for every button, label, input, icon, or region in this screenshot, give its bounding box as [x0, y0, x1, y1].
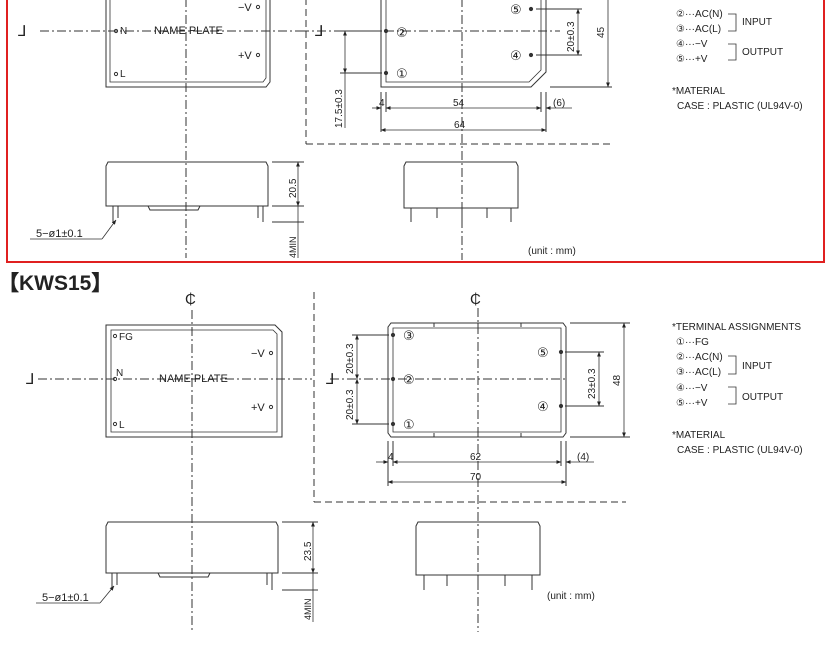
kws15-name-plate-label: NAME PLATE: [159, 373, 228, 385]
kws15-input-bracket: [728, 355, 737, 375]
top-output-label: OUTPUT: [742, 47, 783, 58]
top-dim-min-len: 4MIN: [288, 236, 298, 258]
top-terminal-2: ②···AC(N): [676, 9, 723, 20]
top-pin-label-1: ①: [396, 66, 408, 81]
top-center-symbol-2: ⅃: [315, 23, 323, 40]
kws15-input-label: INPUT: [742, 361, 772, 372]
kws15-pin-label-5: ⑤: [537, 345, 549, 360]
kws15-title: 【KWS15】: [0, 272, 112, 295]
kws15-dimension-lines: [355, 322, 626, 484]
top-name-plate-view: [40, 0, 300, 258]
kws15-dim-height: 23.5: [303, 541, 314, 561]
kws15-terminal-assignments: *TERMINAL ASSIGNMENTS: [672, 322, 801, 333]
kws15-dim-width-inner: 62: [470, 452, 482, 463]
top-terminal-3: ③···AC(L): [676, 24, 721, 35]
top-dim-pin1-offset: 17.5±0.3: [334, 89, 345, 128]
kws15-n-label: N: [116, 368, 123, 379]
kws15-center-symbol: ₵: [185, 291, 196, 308]
top-terminal-4: ④···−V: [676, 39, 708, 50]
kws15-case-label: CASE : PLASTIC (UL94V-0): [677, 445, 803, 456]
kws15-dim-pin-spacing-out: 23±0.3: [587, 368, 598, 399]
top-pin-label-5: ⑤: [510, 2, 522, 17]
kws15-material-label: *MATERIAL: [672, 430, 726, 441]
kws15-pin-label-1: ①: [403, 417, 415, 432]
kws15-pin-label-3: ③: [403, 328, 415, 343]
kws15-plus-v-label: +V: [251, 402, 265, 414]
top-minus-v-label: −V: [238, 2, 252, 14]
top-center-symbol: ⅃: [18, 23, 26, 40]
top-name-plate-label: NAME PLATE: [154, 25, 223, 37]
top-side-view-left: [30, 161, 304, 258]
kws15-center-symbol-side: ⅃: [26, 371, 34, 388]
kws15-dim-right-offset: (4): [577, 452, 589, 463]
kws15-output-label: OUTPUT: [742, 392, 783, 403]
top-case-label: CASE : PLASTIC (UL94V-0): [677, 101, 803, 112]
kws15-terminal-3: ③···AC(L): [676, 367, 721, 378]
top-dim-pin-spacing: 20±0.3: [566, 21, 577, 52]
top-pin-label-4: ④: [510, 48, 522, 63]
kws15-pin-layout-view: [313, 292, 630, 632]
top-dim-right-offset: (6): [553, 98, 565, 109]
kws15-lead-spec: 5−ø1±0.1: [42, 592, 89, 604]
top-material-label: *MATERIAL: [672, 86, 726, 97]
kws15-terminal-2: ②···AC(N): [676, 352, 723, 363]
kws15-terminal-1: ①···FG: [676, 337, 709, 348]
kws15-center-symbol-2: ₵: [470, 291, 481, 308]
top-pin-label-2: ②: [396, 25, 408, 40]
top-terminal-5: ⑤···+V: [676, 54, 708, 65]
kws15-terminal-5: ⑤···+V: [676, 398, 708, 409]
top-dim-depth: 45: [596, 26, 607, 38]
top-output-bracket: [728, 43, 737, 61]
top-dim-width-inner: 54: [453, 98, 465, 109]
kws15-dim-left-offset: 4: [388, 452, 394, 463]
kws15-name-plate-view: [38, 310, 312, 632]
kws15-unit-label: (unit : mm): [547, 591, 595, 602]
kws15-terminal-4: ④···−V: [676, 383, 708, 394]
top-lead-spec: 5−ø1±0.1: [36, 228, 83, 240]
kws15-fg-label: FG: [119, 332, 133, 343]
top-l-label: L: [120, 69, 126, 80]
kws15-dim-min-len: 4MIN: [303, 598, 313, 620]
top-n-label: N: [120, 26, 127, 37]
top-input-bracket: [728, 13, 737, 32]
top-dimension-lines: [343, 0, 610, 132]
kws15-dim-pin-spacing-b: 20±0.3: [345, 389, 356, 420]
kws15-dim-depth: 48: [612, 374, 623, 386]
top-dim-left-offset: 4: [379, 98, 385, 109]
top-unit-label: (unit : mm): [528, 246, 576, 257]
kws15-output-bracket: [728, 386, 737, 405]
kws15-center-symbol-3: ⅃: [326, 371, 334, 388]
kws15-pin-label-2: ②: [403, 372, 415, 387]
top-dim-width-outer: 64: [454, 120, 466, 131]
kws15-pin-label-4: ④: [537, 399, 549, 414]
top-dim-height: 20.5: [288, 178, 299, 198]
top-plus-v-label: +V: [238, 50, 252, 62]
top-side-view-right: [403, 161, 519, 222]
kws15-minus-v-label: −V: [251, 348, 265, 360]
kws15-side-view-left: [36, 521, 318, 622]
top-input-label: INPUT: [742, 17, 772, 28]
kws15-dim-width-outer: 70: [470, 472, 482, 483]
kws15-l-label: L: [119, 420, 125, 431]
kws15-side-view-right: [415, 521, 541, 590]
kws15-dim-pin-spacing-a: 20±0.3: [345, 343, 356, 374]
highlight-frame: [6, 0, 825, 263]
